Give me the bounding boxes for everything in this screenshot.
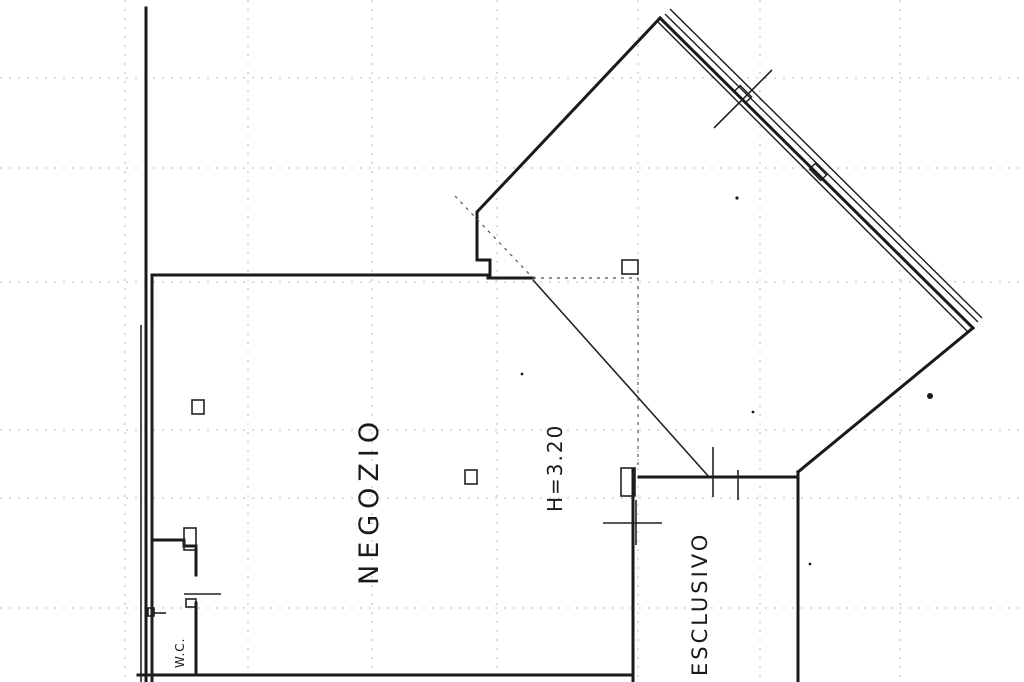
room-height-label: H=3.20 — [543, 424, 567, 512]
pillar-square — [620, 467, 636, 497]
shop-walls — [136, 15, 976, 682]
dimension-ticks — [184, 447, 739, 595]
diagonal-window — [657, 8, 983, 333]
pillar-square — [621, 259, 639, 275]
structural-pillars — [191, 259, 639, 497]
reference-dots — [520, 196, 933, 566]
pillar-square — [464, 469, 478, 485]
wc-label: W.C. — [173, 638, 187, 669]
room-name-label: NEGOZIO — [354, 416, 385, 585]
left-wall-glazing — [140, 325, 153, 682]
pillar-square — [191, 399, 205, 415]
dashed-boundary — [454, 195, 711, 479]
wc-partition — [147, 527, 198, 677]
exclusive-area-label: ESCLUSIVO — [688, 532, 712, 676]
